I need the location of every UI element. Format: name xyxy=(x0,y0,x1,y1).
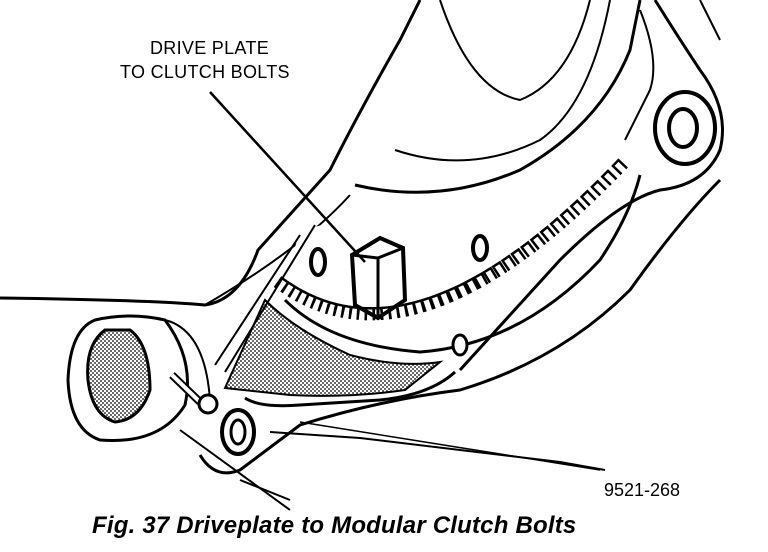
bracket-edge-line xyxy=(699,0,721,41)
driveplate-hole-right xyxy=(471,234,489,262)
structure-line-1 xyxy=(214,234,301,366)
engine-block-outline xyxy=(0,0,422,307)
callout-label-line1: DRIVE PLATE xyxy=(150,38,269,58)
figure-id: 9521-268 xyxy=(604,480,681,500)
housing-small-hole xyxy=(451,333,469,357)
housing-inner-curve xyxy=(394,0,611,162)
ring-gear-teeth xyxy=(273,158,628,321)
structure-line-2 xyxy=(224,224,316,373)
figure-id-leader-line-2 xyxy=(299,421,601,471)
drive-plate-bolt xyxy=(349,235,408,321)
figure-caption: Fig. 37 Driveplate to Modular Clutch Bol… xyxy=(92,512,577,539)
housing-upper-curve xyxy=(354,0,642,194)
ring-gear xyxy=(273,158,628,321)
housing-top-ridge xyxy=(439,0,591,102)
callout-leader-line xyxy=(209,91,366,263)
left-cylinder xyxy=(66,314,211,443)
clutch-stipple-area xyxy=(223,298,444,397)
structure-line-3 xyxy=(179,429,291,511)
engine-block-inner-edge xyxy=(204,194,351,306)
mounting-bracket-outline xyxy=(458,0,724,372)
driveplate-hole-left xyxy=(309,247,327,277)
callout-label-line2: TO CLUTCH BOLTS xyxy=(120,62,290,82)
figure-id-leader-line xyxy=(269,431,606,471)
mounting-bracket-inner xyxy=(624,9,655,141)
lower-housing-outline xyxy=(244,370,457,408)
lower-bracket-hole-inner xyxy=(229,418,247,446)
lower-bracket-arm xyxy=(198,178,722,475)
ring-gear-inner-edge xyxy=(283,174,642,354)
structure-line-4 xyxy=(239,479,291,501)
bracket-bolt-hole xyxy=(667,107,699,149)
dowel-pin xyxy=(169,372,219,415)
